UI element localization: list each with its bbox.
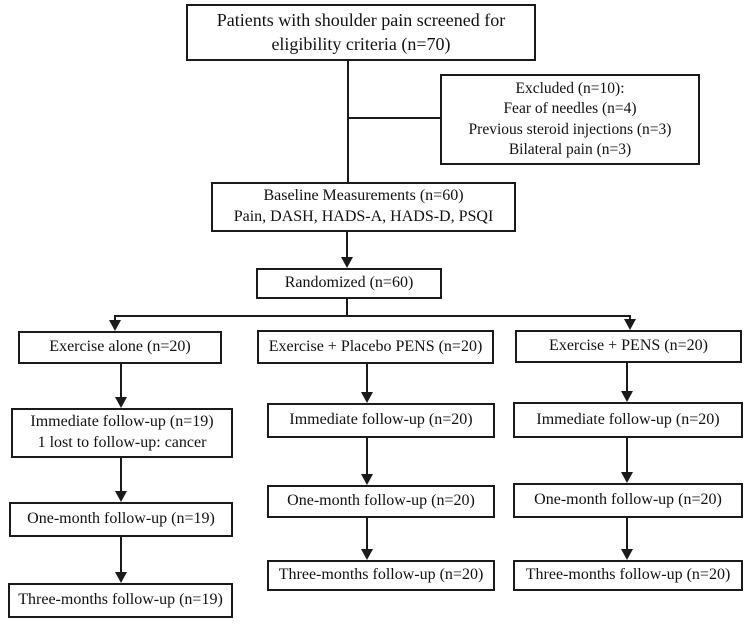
arrow-arm1-one-month-three-months <box>115 537 127 583</box>
arm3-allocation-box: Exercise + PENS (n=20) <box>515 330 742 363</box>
arm3-three-months-box: Three-months follow-up (n=20) <box>513 560 743 591</box>
arm3-immediate-label: Immediate follow-up (n=20) <box>536 410 720 428</box>
arm2-three-months-box: Three-months follow-up (n=20) <box>267 560 495 591</box>
arrow-arm3-one-month-three-months <box>621 518 633 560</box>
connector-to-excluded <box>348 117 440 119</box>
arm3-one-month-label: One-month follow-up (n=20) <box>534 491 722 509</box>
baseline-line2: Pain, DASH, HADS-A, HADS-D, PSQI <box>233 208 494 225</box>
screening-line1: Patients with shoulder pain screened for <box>216 10 506 31</box>
excluded-box: Excluded (n=10): Fear of needles (n=4) P… <box>440 74 700 165</box>
connector-randomized-branch <box>346 299 348 317</box>
branch-line <box>114 315 631 317</box>
arrow-arm2-one-month-three-months <box>361 518 373 560</box>
arm3-allocation-label: Exercise + PENS (n=20) <box>549 337 708 355</box>
arm1-allocation-label: Exercise alone (n=20) <box>49 338 191 356</box>
arm1-allocation-box: Exercise alone (n=20) <box>18 331 222 364</box>
arrow-arm2-allocation-immediate <box>361 364 373 403</box>
arm1-three-months-label: Three-months follow-up (n=19) <box>18 591 223 609</box>
arm1-immediate-box: Immediate follow-up (n=19) 1 lost to fol… <box>11 408 233 458</box>
arm3-three-months-label: Three-months follow-up (n=20) <box>525 566 731 584</box>
randomized-label: Randomized (n=60) <box>284 274 414 292</box>
baseline-line1: Baseline Measurements (n=60) <box>263 187 464 205</box>
arm2-allocation-box: Exercise + Placebo PENS (n=20) <box>257 330 494 364</box>
arrow-arm3-allocation-immediate <box>621 363 633 402</box>
arm2-immediate-box: Immediate follow-up (n=20) <box>267 403 495 438</box>
arm3-one-month-box: One-month follow-up (n=20) <box>513 483 743 518</box>
excluded-line4: Bilateral pain (n=3) <box>508 140 632 158</box>
baseline-box: Baseline Measurements (n=60) Pain, DASH,… <box>211 182 516 232</box>
arm2-allocation-label: Exercise + Placebo PENS (n=20) <box>268 337 483 355</box>
randomized-box: Randomized (n=60) <box>256 268 442 299</box>
arrow-arm2-immediate-one-month <box>361 438 373 485</box>
arm1-one-month-box: One-month follow-up (n=19) <box>9 502 233 537</box>
arm2-immediate-label: Immediate follow-up (n=20) <box>289 411 473 429</box>
excluded-line3: Previous steroid injections (n=3) <box>468 120 672 138</box>
arrow-branch-arm3 <box>624 317 636 330</box>
screening-line2: eligibility criteria (n=70) <box>271 33 451 54</box>
excluded-line1: Excluded (n=10): <box>515 80 625 98</box>
arrow-arm3-immediate-one-month <box>621 438 633 483</box>
arm3-immediate-box: Immediate follow-up (n=20) <box>513 402 743 438</box>
connector-screening-baseline <box>347 61 349 182</box>
arrow-arm1-allocation-immediate <box>115 364 127 408</box>
arm1-one-month-label: One-month follow-up (n=19) <box>27 510 215 528</box>
excluded-line2: Fear of needles (n=4) <box>503 100 637 118</box>
arrow-arm1-immediate-one-month <box>115 458 127 502</box>
arm2-three-months-label: Three-months follow-up (n=20) <box>278 566 484 584</box>
arm1-immediate-line1: Immediate follow-up (n=19) <box>30 413 214 431</box>
screening-box: Patients with shoulder pain screened for… <box>186 4 536 61</box>
arm2-one-month-label: One-month follow-up (n=20) <box>287 492 475 510</box>
arrow-baseline-randomized <box>341 232 353 268</box>
arm1-immediate-line2: 1 lost to follow-up: cancer <box>37 434 207 451</box>
arm2-one-month-box: One-month follow-up (n=20) <box>267 485 495 518</box>
arrow-branch-arm1 <box>109 317 121 331</box>
arm1-three-months-box: Three-months follow-up (n=19) <box>8 583 233 618</box>
